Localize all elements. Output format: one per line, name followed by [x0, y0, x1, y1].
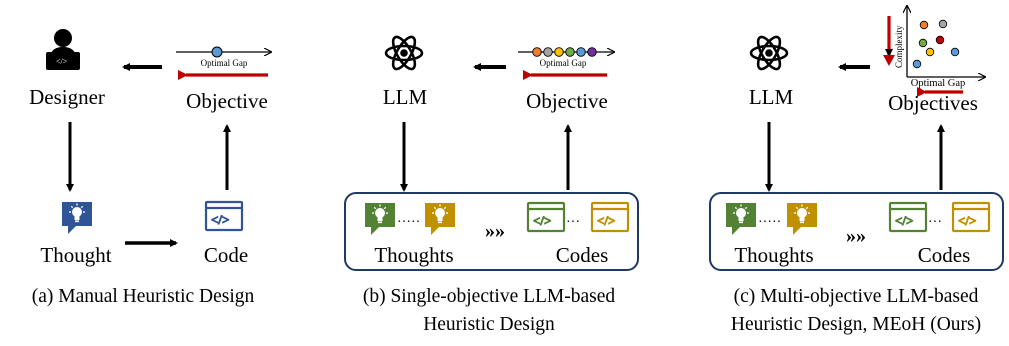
caption-b-line1: (b) Single-objective LLM-based — [363, 286, 616, 307]
gap-label: Optimal Gap — [201, 58, 248, 68]
thought-icon-green — [725, 202, 757, 236]
code-icon-green — [526, 201, 566, 233]
designer-label: Designer — [29, 85, 105, 109]
code-label: Code — [204, 243, 248, 267]
solution-dot — [935, 35, 945, 45]
population-box — [344, 192, 639, 271]
code-icon-gold — [951, 201, 991, 233]
solution-dot — [938, 19, 948, 29]
objectives-label: Objectives — [888, 91, 978, 115]
solution-dot — [925, 47, 935, 57]
solution-dot — [587, 47, 597, 57]
solution-dot — [532, 47, 542, 57]
solution-dot — [950, 47, 960, 57]
thought-icon — [61, 201, 93, 235]
panel-c: LLM Complexity Optimal Gap Objectives ··… — [709, 6, 1004, 335]
atom-icon — [384, 32, 424, 74]
solution-dot — [543, 47, 553, 57]
population-box — [709, 192, 1004, 271]
solution-dot — [565, 47, 575, 57]
codes-label: Codes — [556, 243, 609, 267]
caption-c-line1: (c) Multi-objective LLM-based — [734, 286, 979, 307]
solution-dot — [211, 46, 223, 58]
caption-b-line2: Heuristic Design — [423, 314, 555, 335]
svg-text:</>: </> — [56, 57, 68, 66]
gap-label: Optimal Gap — [911, 78, 966, 89]
thought-label: Thought — [40, 243, 111, 267]
objective-label: Objective — [186, 89, 268, 113]
llm-label: LLM — [749, 85, 794, 109]
thought-icon-green — [364, 202, 396, 236]
solution-dot — [919, 20, 929, 30]
solution-dot — [576, 47, 586, 57]
code-icon-green — [888, 201, 928, 233]
thoughts-label: Thoughts — [734, 243, 813, 267]
codes-label: Codes — [918, 243, 971, 267]
objective-label: Objective — [526, 89, 608, 113]
complexity-label: Complexity — [894, 25, 904, 68]
caption-a: (a) Manual Heuristic Design — [32, 286, 255, 307]
llm-label: LLM — [383, 85, 428, 109]
svg-text:»»: »» — [846, 225, 866, 247]
solution-dot — [918, 38, 928, 48]
atom-icon — [749, 32, 789, 74]
designer-icon: </> — [46, 29, 80, 70]
panel-b: LLM Optimal Gap Objective ····· »» ··· T… — [344, 32, 639, 335]
caption-c-line2: Heuristic Design, MEoH (Ours) — [731, 314, 981, 335]
panel-a: </> Designer Optimal Gap Objective Thoug… — [29, 29, 271, 307]
code-icon — [204, 200, 244, 232]
solution-dot — [554, 47, 564, 57]
objective-gap-graphic: Optimal Gap — [518, 47, 614, 80]
gap-label: Optimal Gap — [540, 58, 587, 68]
svg-text:···: ··· — [566, 215, 580, 230]
thoughts-label: Thoughts — [374, 243, 453, 267]
objective-space-plot: Complexity Optimal Gap — [883, 6, 985, 97]
objective-gap-graphic: Optimal Gap — [176, 46, 271, 80]
thought-icon-gold — [786, 202, 818, 236]
svg-text:»»: »» — [485, 220, 505, 242]
svg-text:·····: ····· — [397, 215, 420, 230]
svg-text:···: ··· — [928, 215, 942, 230]
code-icon-gold — [590, 201, 630, 233]
solution-dot — [912, 59, 922, 69]
svg-text:·····: ····· — [758, 215, 781, 230]
thought-icon-gold — [424, 202, 456, 236]
